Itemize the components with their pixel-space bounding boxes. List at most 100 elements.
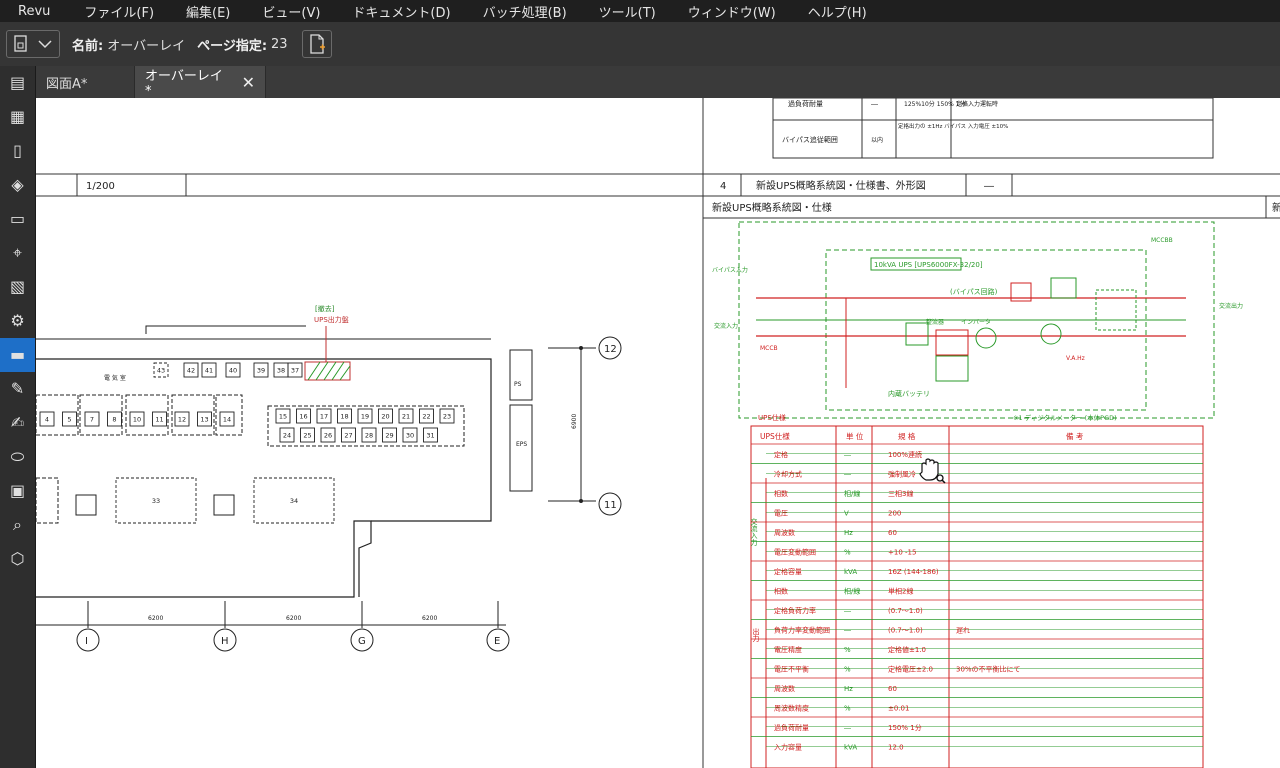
sidebar-item-file-access[interactable]: ▣	[0, 474, 35, 508]
inverter-label: インバータ	[961, 318, 991, 326]
table-cell: kVA	[844, 568, 857, 576]
sidebar-item-search[interactable]: ⌕	[0, 508, 35, 542]
table-cell: V	[844, 510, 849, 518]
table-cell: Hz	[844, 685, 853, 693]
menu-edit[interactable]: 編集(E)	[170, 2, 246, 21]
menu-document[interactable]: ドキュメント(D)	[336, 2, 466, 21]
menu-file[interactable]: ファイル(F)	[68, 2, 170, 21]
table-cell: 16Z (144-186)	[888, 568, 939, 576]
rectifier-label: 整流器	[926, 318, 944, 326]
table-cell: 相数	[774, 587, 788, 596]
table-cell: 60	[888, 685, 897, 693]
battery-label: 内蔵バッテリ	[888, 389, 930, 398]
sidebar-item-settings[interactable]: ⚙	[0, 304, 35, 338]
equipment-number: 14	[223, 416, 231, 424]
equipment-number: 37	[291, 367, 299, 375]
add-page-button[interactable]	[302, 30, 332, 58]
eps-label: EPS	[516, 441, 527, 448]
ups-spec-table: UPS仕様 単 位 規 格 備 考 交流入力 出力 定格―100%連続冷却方式―…	[750, 426, 1203, 768]
menu-tools[interactable]: ツール(T)	[583, 2, 672, 21]
axis-bubble	[77, 629, 99, 651]
upper-label: バイパス追従範囲	[782, 135, 838, 144]
close-icon[interactable]: ✕	[242, 73, 255, 92]
mccb-label: MCCB	[760, 345, 778, 352]
name-value: オーバーレイ	[107, 35, 185, 54]
table-cell: 150% 1分	[888, 723, 922, 732]
tab-drawing-a[interactable]: 図面A*	[36, 66, 135, 98]
table-cell: 定格値±1.0	[888, 645, 926, 654]
sidebar-item-measurements[interactable]: ▬	[0, 338, 35, 372]
tab-overlay[interactable]: オーバーレイ* ✕	[135, 66, 266, 98]
sidebar-item-toolchest[interactable]: ▭	[0, 202, 35, 236]
ups-bracket: [撤去]	[315, 304, 335, 313]
settings-icon: ⚙	[10, 313, 24, 329]
table-cell: 遅れ	[956, 627, 970, 635]
toolchest-icon: ▭	[10, 211, 25, 227]
table-cell: 定格負荷力率	[774, 606, 816, 615]
upper-spec-table: 過負荷耐量 ― 125%10分 150% 1分 定格入力運転時 バイパス追従範囲…	[773, 98, 1213, 158]
table-cell: 電圧不平衡	[774, 665, 809, 674]
sidebar-item-markup-list[interactable]: ✎	[0, 372, 35, 406]
menu-batch[interactable]: バッチ処理(B)	[467, 2, 583, 21]
sidebar-item-thumbnails[interactable]: ▦	[0, 100, 35, 134]
sidebar-item-forms[interactable]: ▧	[0, 270, 35, 304]
equipment-number: 10	[133, 416, 141, 424]
menu-window[interactable]: ウィンドウ(W)	[672, 2, 792, 21]
table-cell: 強制風冷	[888, 470, 916, 479]
table-cell: 電圧	[774, 510, 788, 518]
ac-output-label: 交流出力	[1219, 302, 1243, 310]
spec-header: UPS仕様	[760, 431, 790, 441]
bypass-input-label: バイパス入力	[712, 266, 748, 274]
menu-help[interactable]: ヘルプ(H)	[792, 2, 883, 21]
sidebar-item-bookmarks[interactable]: ▯	[0, 134, 35, 168]
drawing-sheet: 1/200 4 新設UPS概略系統図・仕様書、外形図 ― 新設UPS概略系統図・…	[36, 98, 1280, 768]
sidebar-item-3d[interactable]: ⬡	[0, 542, 35, 576]
table-cell: 周波数	[774, 528, 795, 537]
page-icon	[13, 35, 29, 53]
equipment-number: 22	[422, 413, 430, 421]
menu-view[interactable]: ビュー(V)	[246, 2, 336, 21]
sidebar-item-markups-map[interactable]: ⌖	[0, 236, 35, 270]
table-cell: 相/線	[844, 489, 860, 498]
table-cell: 周波数精度	[774, 704, 809, 713]
equipment-number: 42	[187, 367, 195, 375]
ups-model: 10kVA UPS [UPS6000FX-32/20]	[874, 261, 983, 269]
equipment-number: 19	[361, 413, 369, 421]
document-canvas[interactable]: 1/200 4 新設UPS概略系統図・仕様書、外形図 ― 新設UPS概略系統図・…	[36, 98, 1280, 768]
file-access-icon: ▣	[10, 483, 25, 499]
table-cell: ―	[844, 607, 851, 615]
spec-header: 単 位	[846, 431, 864, 441]
equipment-number: 27	[344, 432, 352, 440]
table-cell: (0.7〜1.0)	[888, 607, 923, 615]
table-cell: %	[844, 549, 851, 557]
name-label: 名前:	[72, 35, 103, 54]
equipment-number: 40	[229, 367, 237, 375]
equipment-number: 4	[45, 416, 49, 424]
table-cell: ―	[844, 451, 851, 459]
properties-icon: ▤	[10, 75, 25, 91]
markup-list-icon: ✎	[11, 381, 24, 397]
equipment-number: 25	[303, 432, 311, 440]
overlay-page-dropdown[interactable]	[6, 30, 60, 58]
table-cell: %	[844, 705, 851, 713]
sidebar-item-signatures[interactable]: ✍	[0, 406, 35, 440]
sidebar-item-tags[interactable]: ⬭	[0, 440, 35, 474]
upper-note: 定格入力運転時	[956, 100, 998, 108]
page-value: 23	[271, 37, 288, 52]
equipment-number: 20	[381, 413, 389, 421]
left-panel-bar: ▤ ▦▯◈ ▭ ⌖▧ ⚙ ▬ ✎ ✍ ⬭ ▣ ⌕⬡	[0, 66, 36, 768]
table-cell: ―	[844, 724, 851, 732]
ups-label: UPS出力盤	[314, 315, 349, 324]
signatures-icon: ✍	[11, 415, 24, 431]
sidebar-item-properties[interactable]: ▤	[0, 66, 35, 100]
axis-label: I	[85, 636, 88, 647]
spec-title: UPS仕様	[758, 413, 786, 422]
upper-unit: ―	[871, 100, 878, 108]
table-cell: Hz	[844, 529, 853, 537]
table-cell: 60	[888, 529, 897, 537]
equipment-box	[214, 495, 234, 515]
spec-header: 規 格	[898, 431, 916, 441]
sidebar-item-layers[interactable]: ◈	[0, 168, 35, 202]
table-cell: 30%の不平衡比にて	[956, 665, 1021, 674]
equipment-number: 5	[67, 416, 71, 424]
